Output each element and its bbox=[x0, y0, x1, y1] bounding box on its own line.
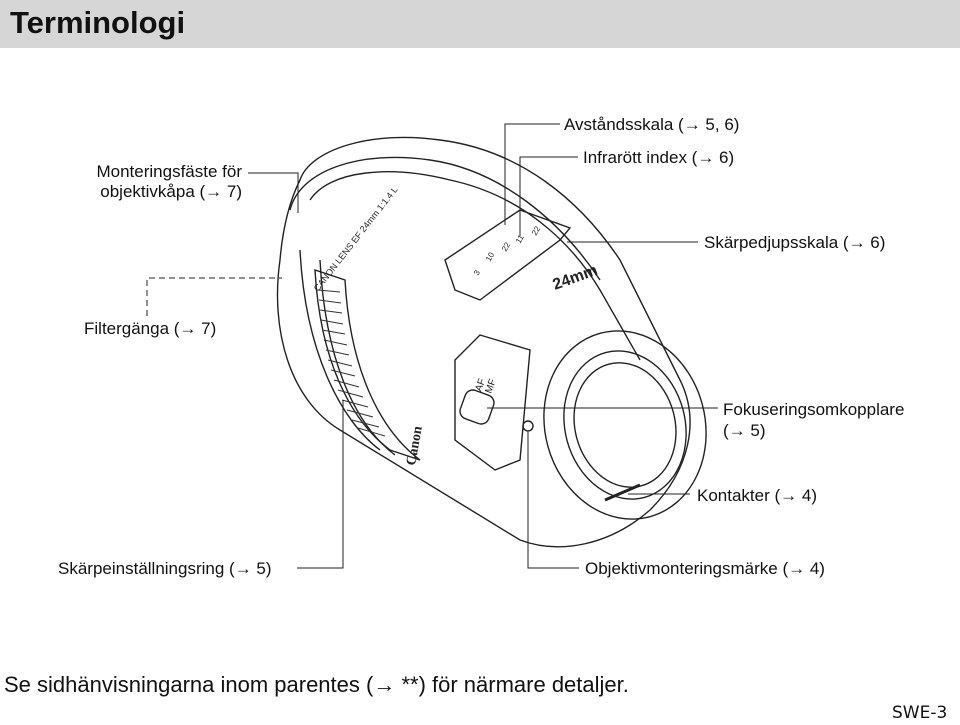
page-code: SWE-3 bbox=[892, 703, 948, 723]
leader-lines bbox=[146, 123, 718, 569]
page-title: Terminologi bbox=[10, 5, 186, 40]
label-infrared-index: Infrarött index (→ 6) bbox=[583, 148, 735, 167]
focus-ring bbox=[314, 269, 421, 461]
distance-scale-window bbox=[444, 209, 572, 301]
label-contacts: Kontakter (→ 4) bbox=[697, 486, 817, 505]
label-mount-index: Objektivmonteringsmärke (→ 4) bbox=[585, 559, 825, 578]
mount-index-dot bbox=[522, 420, 534, 432]
switch-mf-text: MF bbox=[483, 378, 498, 395]
lens-front-inner bbox=[289, 156, 601, 281]
scale-number: 3 bbox=[472, 268, 482, 277]
contacts bbox=[604, 483, 641, 502]
title-bar: Terminologi bbox=[0, 0, 960, 48]
brand-text: Canon bbox=[404, 425, 426, 467]
label-hood-mount-line2: objektivkåpa (→ 7) bbox=[100, 182, 242, 201]
label-hood-mount-line1: Monteringsfäste för bbox=[96, 162, 242, 181]
focus-ring-ridges bbox=[317, 289, 386, 437]
leader-filter-thread bbox=[146, 277, 282, 316]
focal-length-text: 24mm bbox=[551, 262, 600, 294]
footer-note: Se sidhänvisningarna inom parentes (→ **… bbox=[4, 672, 629, 697]
leader-infrared-index bbox=[519, 156, 578, 236]
lens-barrel bbox=[309, 171, 641, 361]
scale-number: 22 bbox=[500, 240, 513, 253]
leader-mount-index bbox=[527, 432, 579, 569]
label-focus-ring: Skärpeinställningsring (→ 5) bbox=[58, 559, 272, 578]
scale-number: 22 bbox=[530, 224, 543, 237]
focus-switch-slider bbox=[459, 389, 495, 425]
scale-number: 11 bbox=[514, 233, 526, 245]
label-filter-thread: Filtergänga (→ 7) bbox=[84, 319, 217, 338]
label-focus-switch-line2: (→ 5) bbox=[723, 421, 766, 440]
leader-distance-scale bbox=[504, 123, 560, 225]
focus-switch-plate bbox=[454, 334, 531, 471]
leader-hood-mount bbox=[248, 172, 299, 213]
lens-front-ring bbox=[276, 136, 691, 548]
rear-mount bbox=[543, 330, 707, 520]
label-distance-scale: Avståndsskala (→ 5, 6) bbox=[564, 115, 740, 134]
scale-number: 10 bbox=[484, 250, 497, 263]
label-focus-switch-line1: Fokuseringsomkopplare bbox=[723, 400, 905, 419]
leader-focus-ring bbox=[297, 400, 344, 569]
switch-af-text: AF bbox=[473, 377, 488, 393]
label-depth-of-field: Skärpedjupsskala (→ 6) bbox=[704, 233, 886, 252]
lens-name-text: CANON LENS EF 24mm 1:1.4 L bbox=[312, 185, 400, 294]
